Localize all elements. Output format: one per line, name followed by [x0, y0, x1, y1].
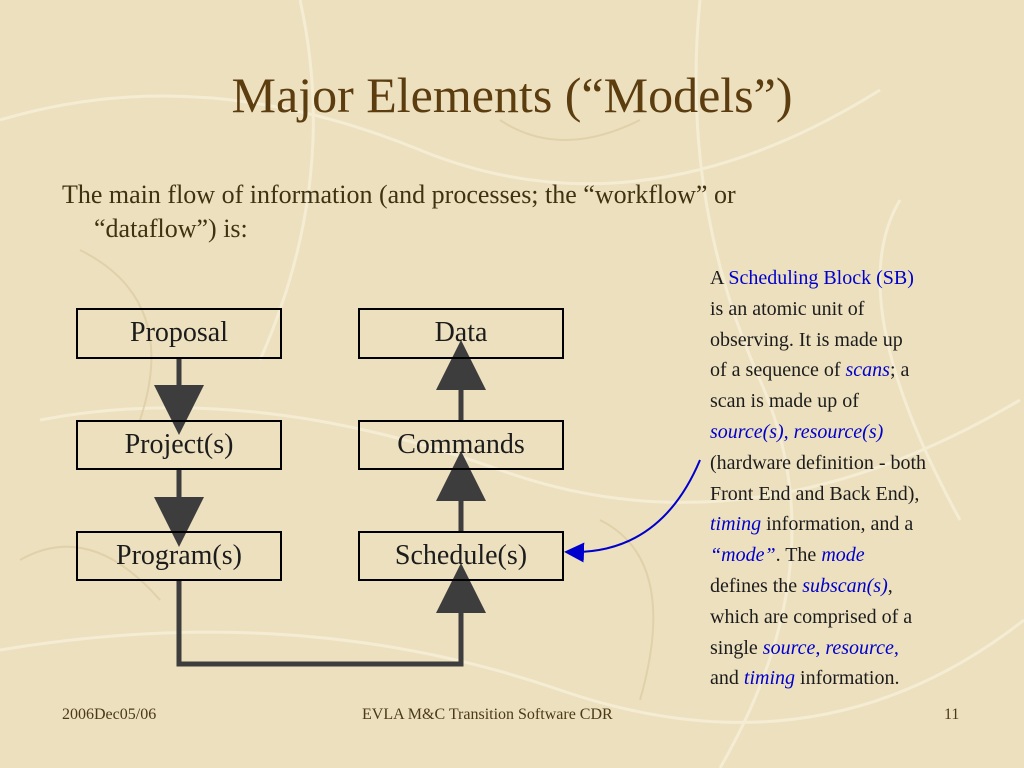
note-text: ; a — [889, 359, 910, 382]
box-projects: Project(s) — [76, 420, 282, 470]
intro-line-1: The main flow of information (and proces… — [62, 180, 736, 209]
note-text: and — [710, 667, 744, 690]
intro-line-2: “dataflow”) is: — [94, 214, 248, 243]
note-text: information. — [795, 667, 900, 690]
term-mode-quoted: “mode” — [710, 544, 776, 567]
annotation-pointer-arrow — [564, 459, 701, 563]
term-sources-resources: source(s), resource(s) — [710, 420, 884, 443]
note-line-13: single source, resource, — [710, 633, 1010, 664]
note-line-8: Front End and Back End), — [710, 482, 920, 505]
box-proposal: Proposal — [76, 308, 282, 359]
note-text: single — [710, 636, 763, 659]
footer-date: 2006Dec05/06 — [62, 706, 157, 723]
term-timing: timing — [710, 513, 762, 536]
box-commands: Commands — [358, 420, 564, 470]
footer-title: EVLA M&C Transition Software CDR — [362, 706, 613, 723]
scheduling-block-annotation: A Scheduling Block (SB) is an atomic uni… — [710, 263, 1010, 694]
box-schedules: Schedule(s) — [358, 531, 564, 581]
term-scans: scans — [845, 359, 890, 382]
note-line-2: is an atomic unit of — [710, 297, 865, 320]
note-line-5: scan is made up of — [710, 390, 859, 413]
box-programs: Program(s) — [76, 531, 282, 581]
note-text: of a sequence of — [710, 359, 846, 382]
box-data: Data — [358, 308, 564, 359]
term-scheduling-block: Scheduling Block (SB) — [728, 267, 914, 289]
note-line-9: timing information, and a — [710, 509, 1010, 540]
note-line-7: (hardware definition - both — [710, 451, 927, 474]
note-line-10: “mode”. The mode — [710, 540, 1010, 571]
term-timing: timing — [743, 667, 796, 690]
connector-programs-to-schedules — [176, 563, 486, 667]
note-text: , — [887, 574, 893, 597]
note-line-12: which are comprised of a — [710, 605, 913, 628]
note-line-11: defines the subscan(s), — [710, 571, 1010, 602]
note-line-4: of a sequence of scans; a — [710, 355, 1010, 386]
note-line-3: observing. It is made up — [710, 328, 903, 351]
note-line-1: A Scheduling Block (SB) — [710, 263, 1010, 294]
term-subscans: subscan(s) — [802, 574, 888, 597]
note-text: information, and a — [761, 513, 914, 536]
note-text: . The — [775, 544, 822, 567]
note-line-14: and timing information. — [710, 663, 1010, 694]
note-line-6: source(s), resource(s) — [710, 417, 1010, 448]
footer-page-number: 11 — [944, 706, 960, 723]
note-text: A — [710, 267, 729, 289]
term-mode: mode — [821, 544, 865, 567]
slide-title: Major Elements (“Models”) — [231, 67, 793, 123]
intro-text: The main flow of information (and proces… — [62, 178, 962, 246]
note-text: defines the — [710, 574, 803, 597]
term-source-resource: source, resource, — [762, 636, 899, 659]
